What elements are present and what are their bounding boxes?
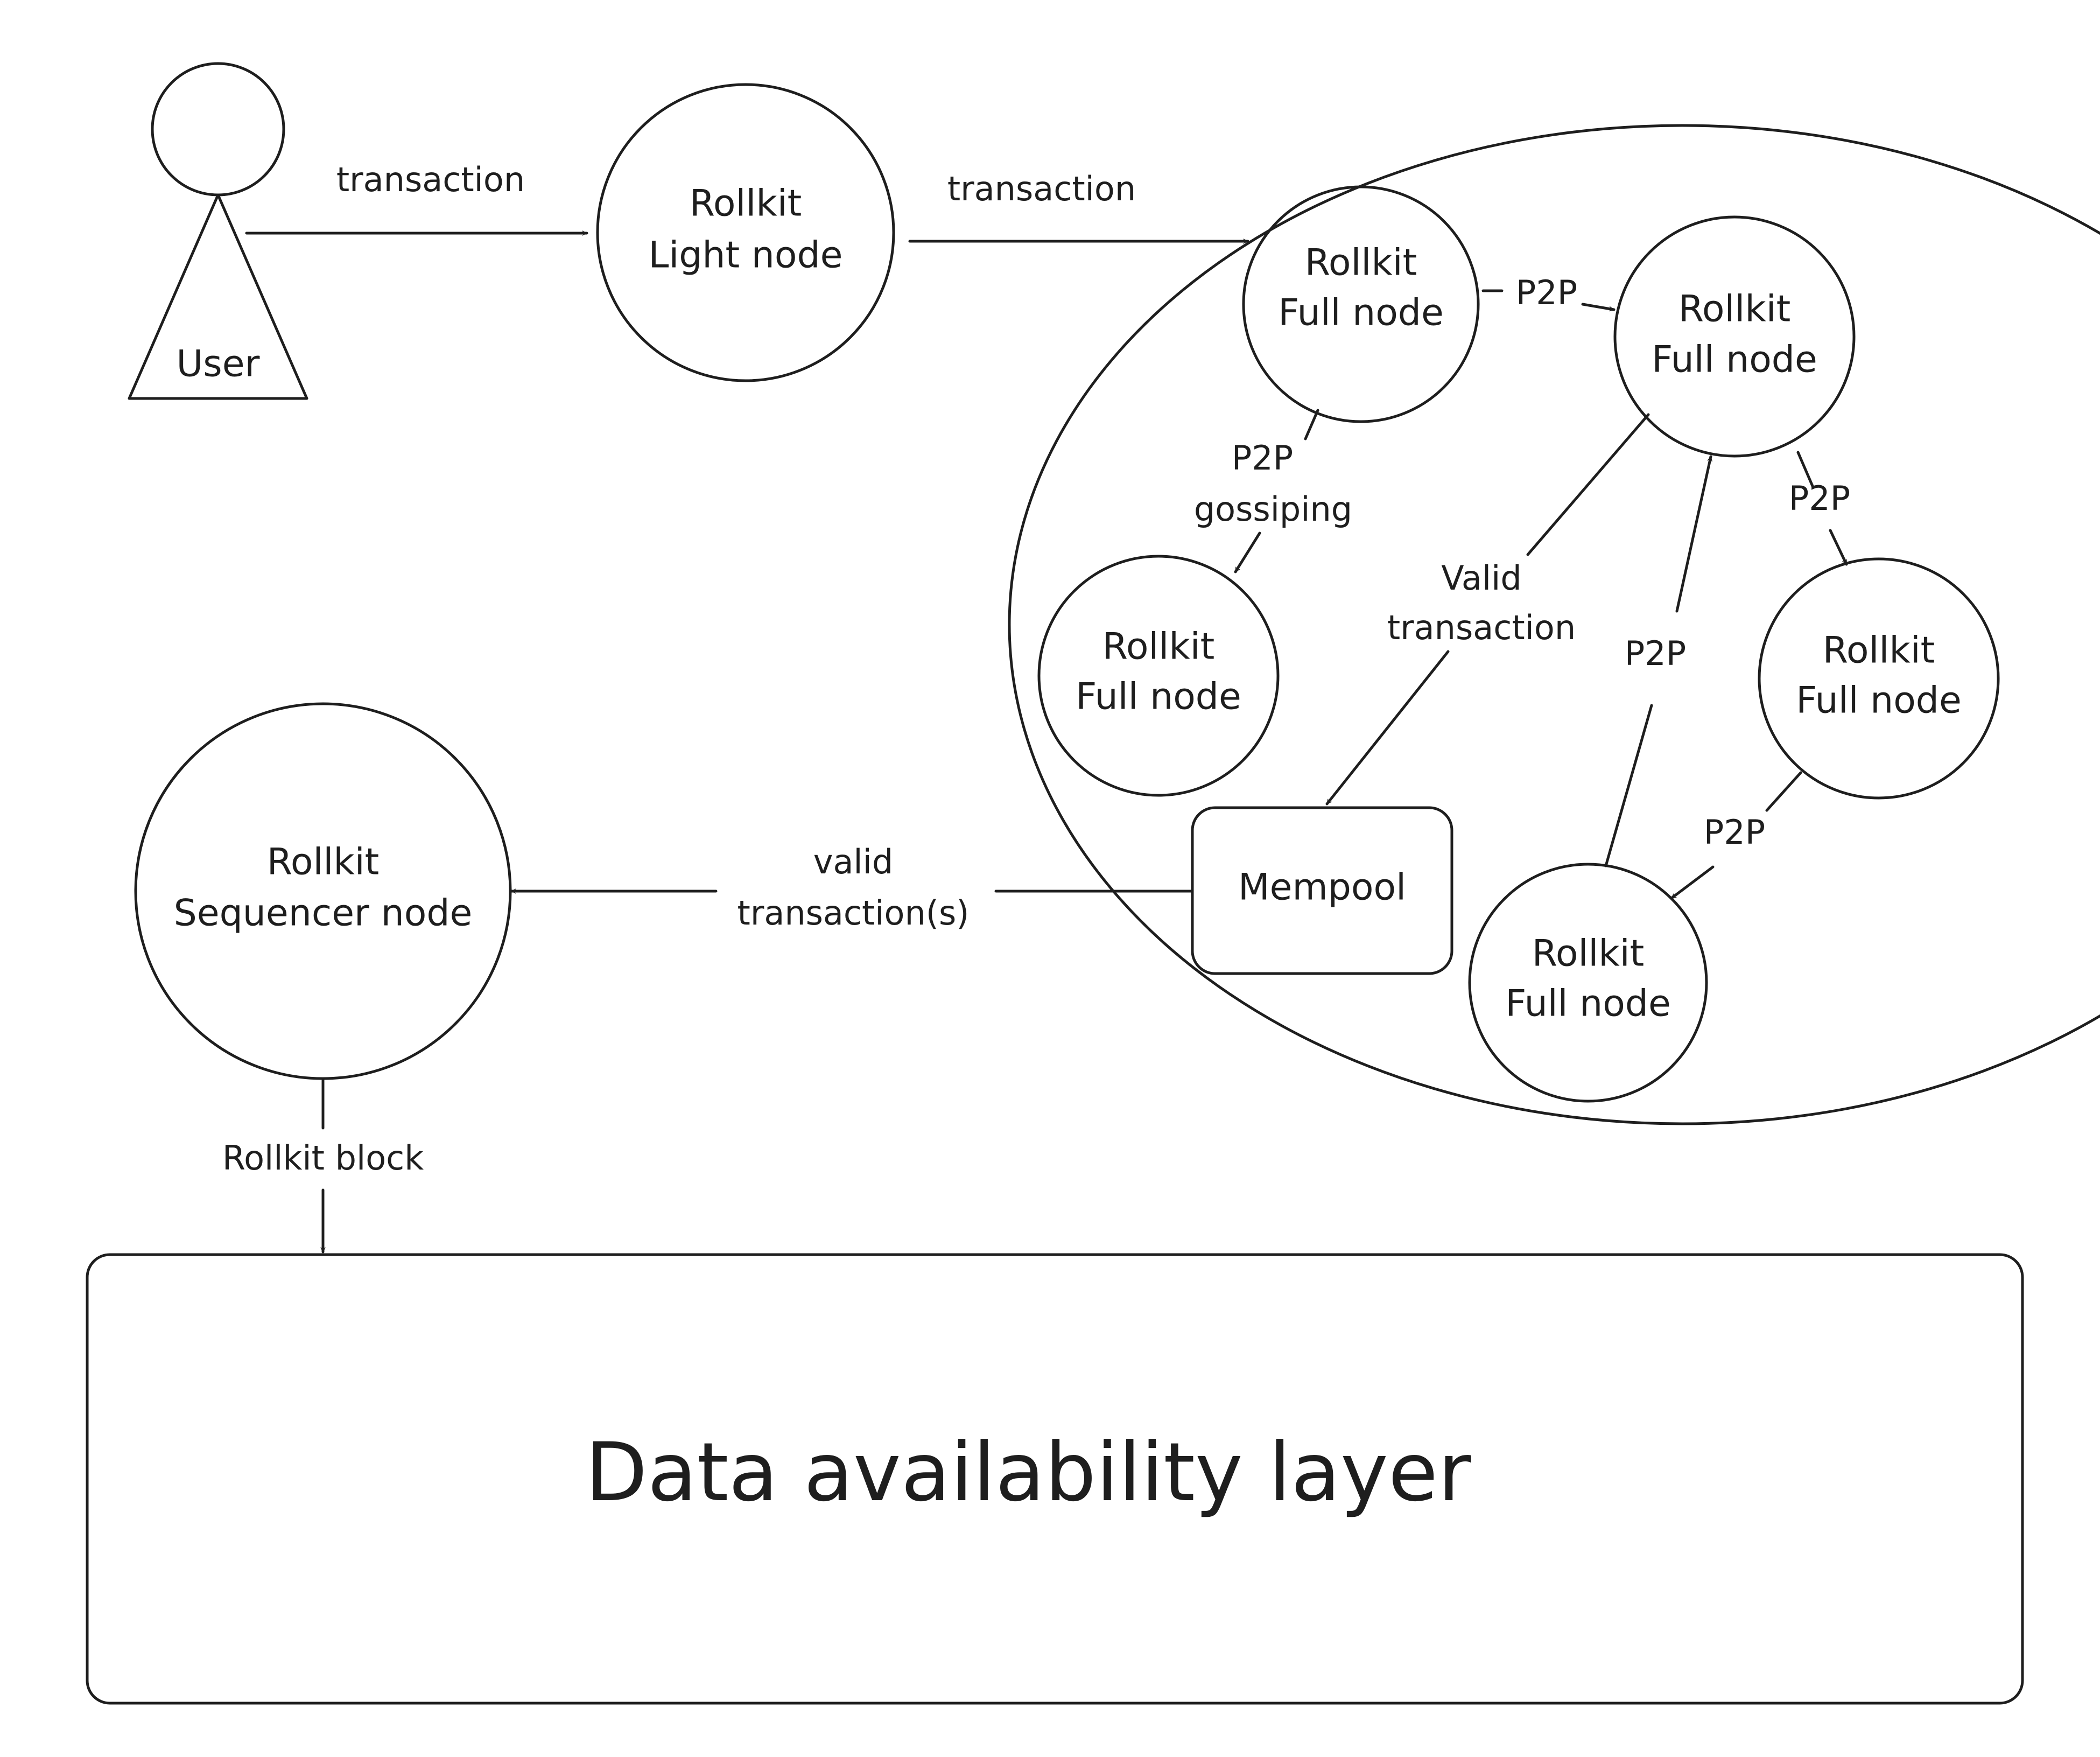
edge-full-node-d-to-e-bottom xyxy=(1670,865,1715,900)
edge-label-a-to-b: P2P xyxy=(1516,273,1577,312)
full-node-a-circle xyxy=(1242,185,1480,423)
data-availability-layer[interactable]: Data availability layer xyxy=(86,1253,2024,1705)
edge-label-d-to-e: P2P xyxy=(1704,813,1765,852)
full-node-a-line2: Full node xyxy=(1278,292,1444,334)
light-node-circle xyxy=(596,83,895,382)
full-node-b-line2: Full node xyxy=(1652,339,1817,381)
sequencer-node-circle xyxy=(134,702,512,1080)
user-label: User xyxy=(177,343,260,386)
full-node-e-line2: Full node xyxy=(1505,983,1671,1025)
data-availability-layer-label: Data availability layer xyxy=(585,1426,1471,1520)
full-node-d[interactable]: Rollkit Full node xyxy=(1758,557,2000,800)
mempool[interactable]: Mempool xyxy=(1191,806,1453,975)
user-actor[interactable]: User xyxy=(128,62,308,400)
edge-label-b-to-d: P2P xyxy=(1789,479,1850,518)
full-node-e[interactable]: Rollkit Full node xyxy=(1468,863,1708,1103)
edge-full-node-b-to-d-top xyxy=(1796,451,1815,489)
mempool-label: Mempool xyxy=(1238,866,1406,909)
edge-full-node-e-to-b-bottom xyxy=(1604,704,1653,867)
edge-label-user-to-light: transaction xyxy=(336,160,525,199)
full-node-e-line1: Rollkit xyxy=(1532,933,1645,975)
full-node-d-circle xyxy=(1758,557,2000,800)
edge-full-node-b-to-d-bottom xyxy=(1829,529,1848,566)
full-node-b[interactable]: Rollkit Full node xyxy=(1613,215,1856,458)
full-node-c-line1: Rollkit xyxy=(1102,626,1215,668)
full-node-c-line2: Full node xyxy=(1076,676,1241,718)
edge-label-e-to-b: P2P xyxy=(1625,634,1686,673)
full-node-e-circle xyxy=(1468,863,1708,1103)
edge-label-mempool-to-sequencer-line1: valid xyxy=(813,842,894,881)
full-node-d-line2: Full node xyxy=(1796,680,1962,722)
user-head xyxy=(151,62,285,197)
sequencer-node-line2: Sequencer node xyxy=(174,892,473,935)
light-node-line2: Light node xyxy=(648,234,842,277)
network-boundary-circle xyxy=(1008,124,2100,1125)
full-node-b-circle xyxy=(1613,215,1856,458)
edge-label-a-to-c-line1: P2P xyxy=(1232,438,1293,478)
full-node-c[interactable]: Rollkit Full node xyxy=(1037,555,1280,797)
data-availability-layer-box xyxy=(86,1253,2024,1705)
light-node-line1: Rollkit xyxy=(690,183,802,225)
edge-full-node-a-to-b-end xyxy=(1581,303,1616,312)
edge-full-node-b-to-mempool-bottom xyxy=(1325,650,1450,806)
edge-label-light-to-full: transaction xyxy=(947,169,1136,208)
edge-full-node-a-to-c-top xyxy=(1304,409,1319,440)
edge-full-node-e-to-b-top xyxy=(1675,455,1712,613)
full-node-c-circle xyxy=(1037,555,1280,797)
edge-label-sequencer-to-da: Rollkit block xyxy=(222,1138,424,1178)
light-node[interactable]: Rollkit Light node xyxy=(596,83,895,382)
full-node-b-line1: Rollkit xyxy=(1678,288,1791,331)
full-node-a-line1: Rollkit xyxy=(1305,242,1417,284)
sequencer-node-line1: Rollkit xyxy=(267,841,380,884)
sequencer-node[interactable]: Rollkit Sequencer node xyxy=(134,702,512,1080)
full-node-a[interactable]: Rollkit Full node xyxy=(1242,185,1480,423)
edge-full-node-a-to-c-bottom xyxy=(1234,531,1261,573)
user-body xyxy=(128,193,308,400)
edge-full-node-b-to-mempool-top xyxy=(1526,413,1650,556)
edge-label-mempool-to-sequencer-line2: transaction(s) xyxy=(738,893,970,933)
edge-label-b-to-mempool-line2: transaction xyxy=(1387,608,1576,647)
edge-label-b-to-mempool-line1: Valid xyxy=(1441,558,1521,598)
edge-label-a-to-c-line2: gossiping xyxy=(1194,489,1352,529)
edge-full-node-d-to-e-top xyxy=(1765,771,1802,812)
full-node-d-line1: Rollkit xyxy=(1823,629,1935,672)
